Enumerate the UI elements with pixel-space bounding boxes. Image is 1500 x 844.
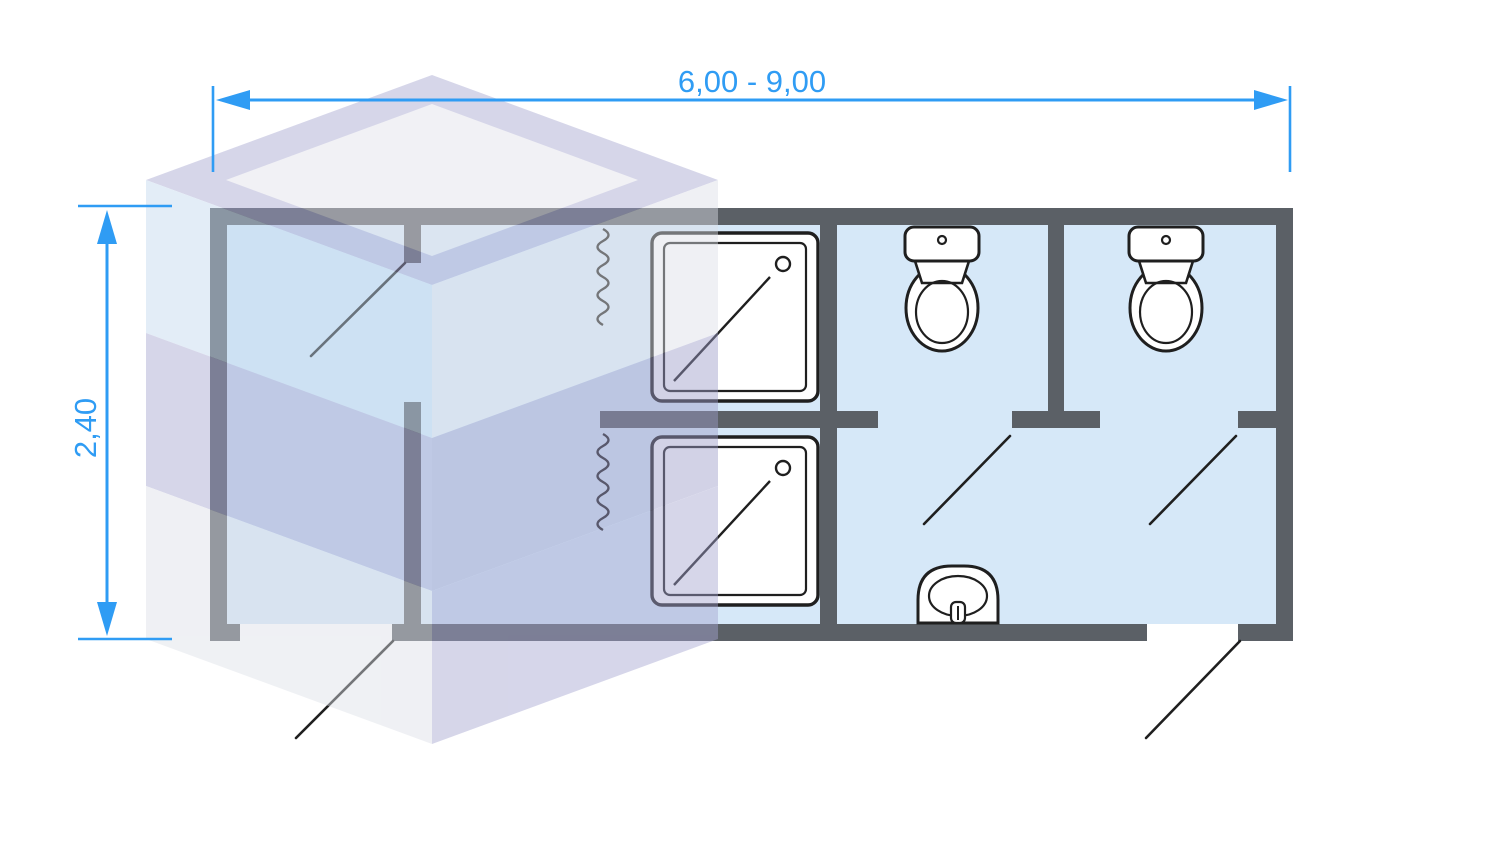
- toilet-flush-button-icon: [1160, 234, 1172, 246]
- dimension-height: 2,40: [68, 204, 172, 641]
- shower-tray-inner: [662, 445, 808, 597]
- dimension-height-label: 2,40: [68, 398, 103, 458]
- shower-drain-icon: [774, 459, 792, 477]
- arrow-down-icon: [97, 602, 117, 636]
- wall-stub-toilet2-right: [1238, 411, 1276, 428]
- toilet-seat-connector: [913, 259, 971, 285]
- shower-curtain-top: [596, 227, 610, 327]
- door-swing-entry-right: [1144, 639, 1242, 740]
- door-swings: [294, 261, 1242, 740]
- shower-tray-inner: [662, 241, 808, 393]
- arrow-up-icon: [97, 210, 117, 244]
- dimension-width: 6,00 - 9,00: [211, 64, 1292, 172]
- wall-bottom-main: [392, 624, 1147, 641]
- watermark-left-band-3: [146, 486, 432, 744]
- door-swing-toilet-2: [1148, 434, 1238, 526]
- wall-left-room-divider: [404, 402, 421, 624]
- wall-entry-stub-top-left: [404, 225, 421, 263]
- wall-right: [1276, 208, 1293, 641]
- shower-tray-top: [650, 231, 820, 403]
- shower-tray-diagonal: [673, 276, 771, 382]
- wall-top: [210, 208, 1293, 225]
- watermark-right-band-2: [432, 333, 718, 591]
- toilet-bowl-inner: [1138, 279, 1194, 345]
- shower-drain-icon: [774, 255, 792, 273]
- door-swing-entry-left: [294, 639, 395, 740]
- watermark-top-face-inner: [226, 104, 638, 256]
- watermark-right-band-1: [432, 180, 718, 438]
- shower-tray-diagonal: [673, 480, 771, 586]
- toilet-1: [903, 225, 981, 353]
- wall-stub-toilet-middle: [1012, 411, 1100, 428]
- toilet-2: [1127, 225, 1205, 353]
- arrow-right-icon: [1254, 90, 1288, 110]
- wall-shower-toilet: [820, 225, 837, 624]
- washbasin: [916, 564, 1000, 625]
- watermark-right-band-3: [432, 486, 718, 744]
- watermark-top-face: [146, 75, 718, 285]
- watermark-left-band-2: [146, 333, 432, 591]
- wall-toilet-separator: [1048, 225, 1064, 428]
- shower-curtain-bottom: [596, 432, 610, 532]
- wall-shower-divider: [600, 411, 837, 428]
- watermark-logo: [146, 75, 718, 744]
- wall-bottom-left-stub: [210, 624, 240, 641]
- shower-tray-bottom: [650, 435, 820, 607]
- walls: [210, 208, 1293, 641]
- door-swing-left-room: [309, 261, 407, 358]
- watermark-left-band-1: [146, 180, 432, 438]
- wall-bottom-right-stub: [1238, 624, 1293, 641]
- toilet-seat-connector: [1137, 259, 1195, 285]
- shower-curtains: [596, 227, 610, 532]
- wall-stub-toilet1-left: [837, 411, 878, 428]
- toilet-bowl-inner: [914, 279, 970, 345]
- arrow-left-icon: [216, 90, 250, 110]
- wall-left: [210, 208, 227, 641]
- toilet-flush-button-icon: [936, 234, 948, 246]
- door-swing-toilet-1: [922, 434, 1012, 526]
- dimension-width-label: 6,00 - 9,00: [678, 64, 826, 99]
